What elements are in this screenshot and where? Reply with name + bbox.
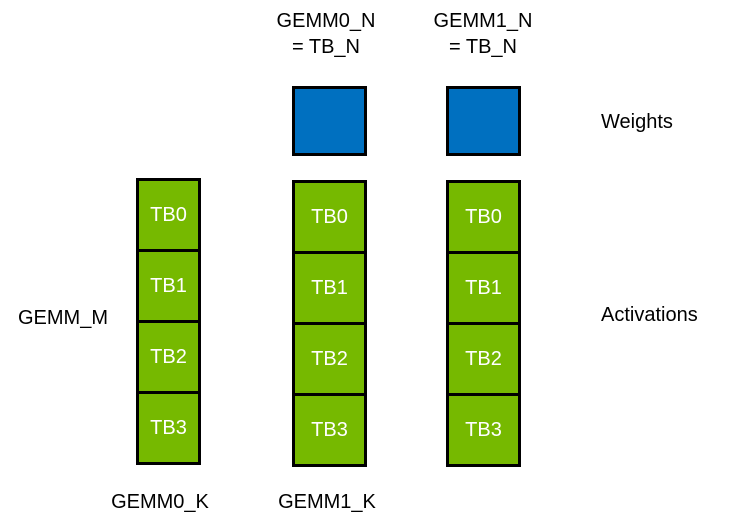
column-header-gemm0-n: GEMM0_N = TB_N — [251, 8, 401, 60]
tb-cell: TB2 — [292, 322, 367, 396]
tb-cell: TB2 — [446, 322, 521, 396]
weights-label: Weights — [601, 111, 673, 133]
column-header-gemm0-n-line1: GEMM0_N — [276, 10, 376, 32]
activation-column-2: TB0 TB1 TB2 TB3 — [446, 180, 521, 467]
tb-cell: TB1 — [446, 251, 521, 325]
column-header-gemm0-n-line2: = TB_N — [292, 36, 360, 58]
gemm1-k-label: GEMM1_K — [278, 491, 376, 513]
tb-cell: TB0 — [136, 178, 201, 252]
column-header-gemm1-n-line2: = TB_N — [449, 36, 517, 58]
activation-column-0: TB0 TB1 TB2 TB3 — [136, 178, 201, 465]
tb-cell: TB0 — [292, 180, 367, 254]
tb-cell: TB3 — [136, 391, 201, 465]
gemm0-k-label: GEMM0_K — [111, 491, 209, 513]
tb-cell: TB3 — [446, 393, 521, 467]
column-header-gemm1-n-line1: GEMM1_N — [433, 10, 533, 32]
gemm-m-label: GEMM_M — [18, 307, 108, 329]
weight-block-gemm1 — [446, 86, 521, 156]
tb-cell: TB3 — [292, 393, 367, 467]
tb-cell: TB1 — [136, 249, 201, 323]
activation-column-1: TB0 TB1 TB2 TB3 — [292, 180, 367, 467]
tb-cell: TB0 — [446, 180, 521, 254]
tb-cell: TB1 — [292, 251, 367, 325]
tb-cell: TB2 — [136, 320, 201, 394]
weight-block-gemm0 — [292, 86, 367, 156]
activations-label: Activations — [601, 304, 698, 326]
column-header-gemm1-n: GEMM1_N = TB_N — [408, 8, 558, 60]
